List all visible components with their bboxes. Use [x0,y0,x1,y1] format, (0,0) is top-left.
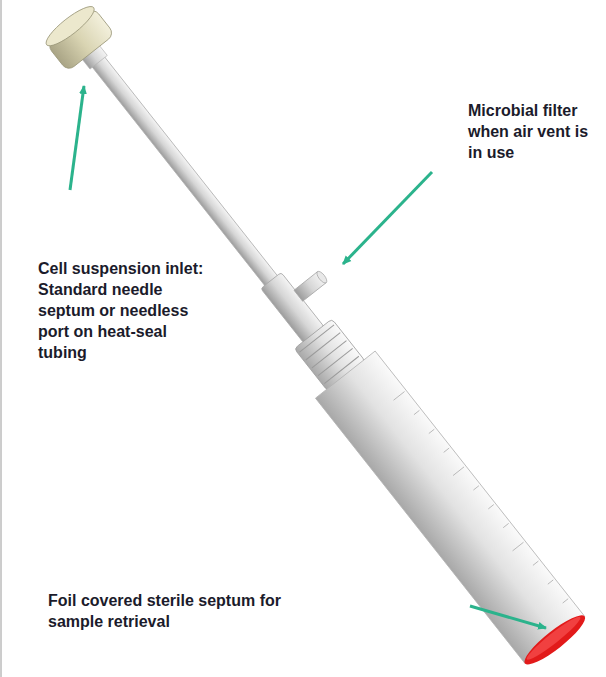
callout-label: Cell suspension inlet: Standard needle s… [38,258,218,363]
callout-label: Microbial filter when air vent is in use [468,100,602,163]
frame-line [1,0,2,677]
leader-arrow [343,172,432,264]
callout-label: Foil covered sterile septum for sample r… [48,590,298,632]
leader-arrow [70,86,84,190]
tube-device [35,0,595,670]
leader-arrow [470,606,546,628]
